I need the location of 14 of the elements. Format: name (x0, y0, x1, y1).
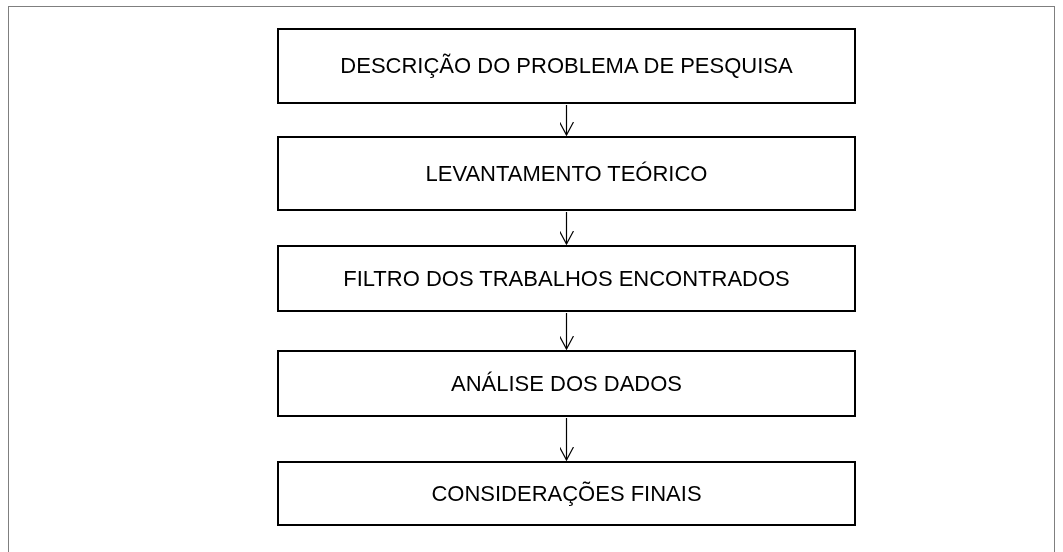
process-box (277, 136, 856, 211)
process-box (277, 350, 856, 417)
arrow (558, 312, 575, 350)
box-label: FILTRO DOS TRABALHOS ENCONTRADOS (343, 264, 790, 293)
process-box (277, 28, 856, 104)
arrow (558, 417, 575, 461)
box-label: DESCRIÇÃO DO PROBLEMA DE PESQUISA (340, 52, 793, 80)
box-label: LEVANTAMENTO TEÓRICO (425, 159, 708, 188)
process-box (277, 461, 856, 526)
arrow (558, 104, 575, 136)
arrow (558, 211, 575, 245)
box-label: ANÁLISE DOS DADOS (450, 369, 683, 398)
process-box (277, 245, 856, 312)
box-label: CONSIDERAÇÕES FINAIS (431, 479, 702, 508)
